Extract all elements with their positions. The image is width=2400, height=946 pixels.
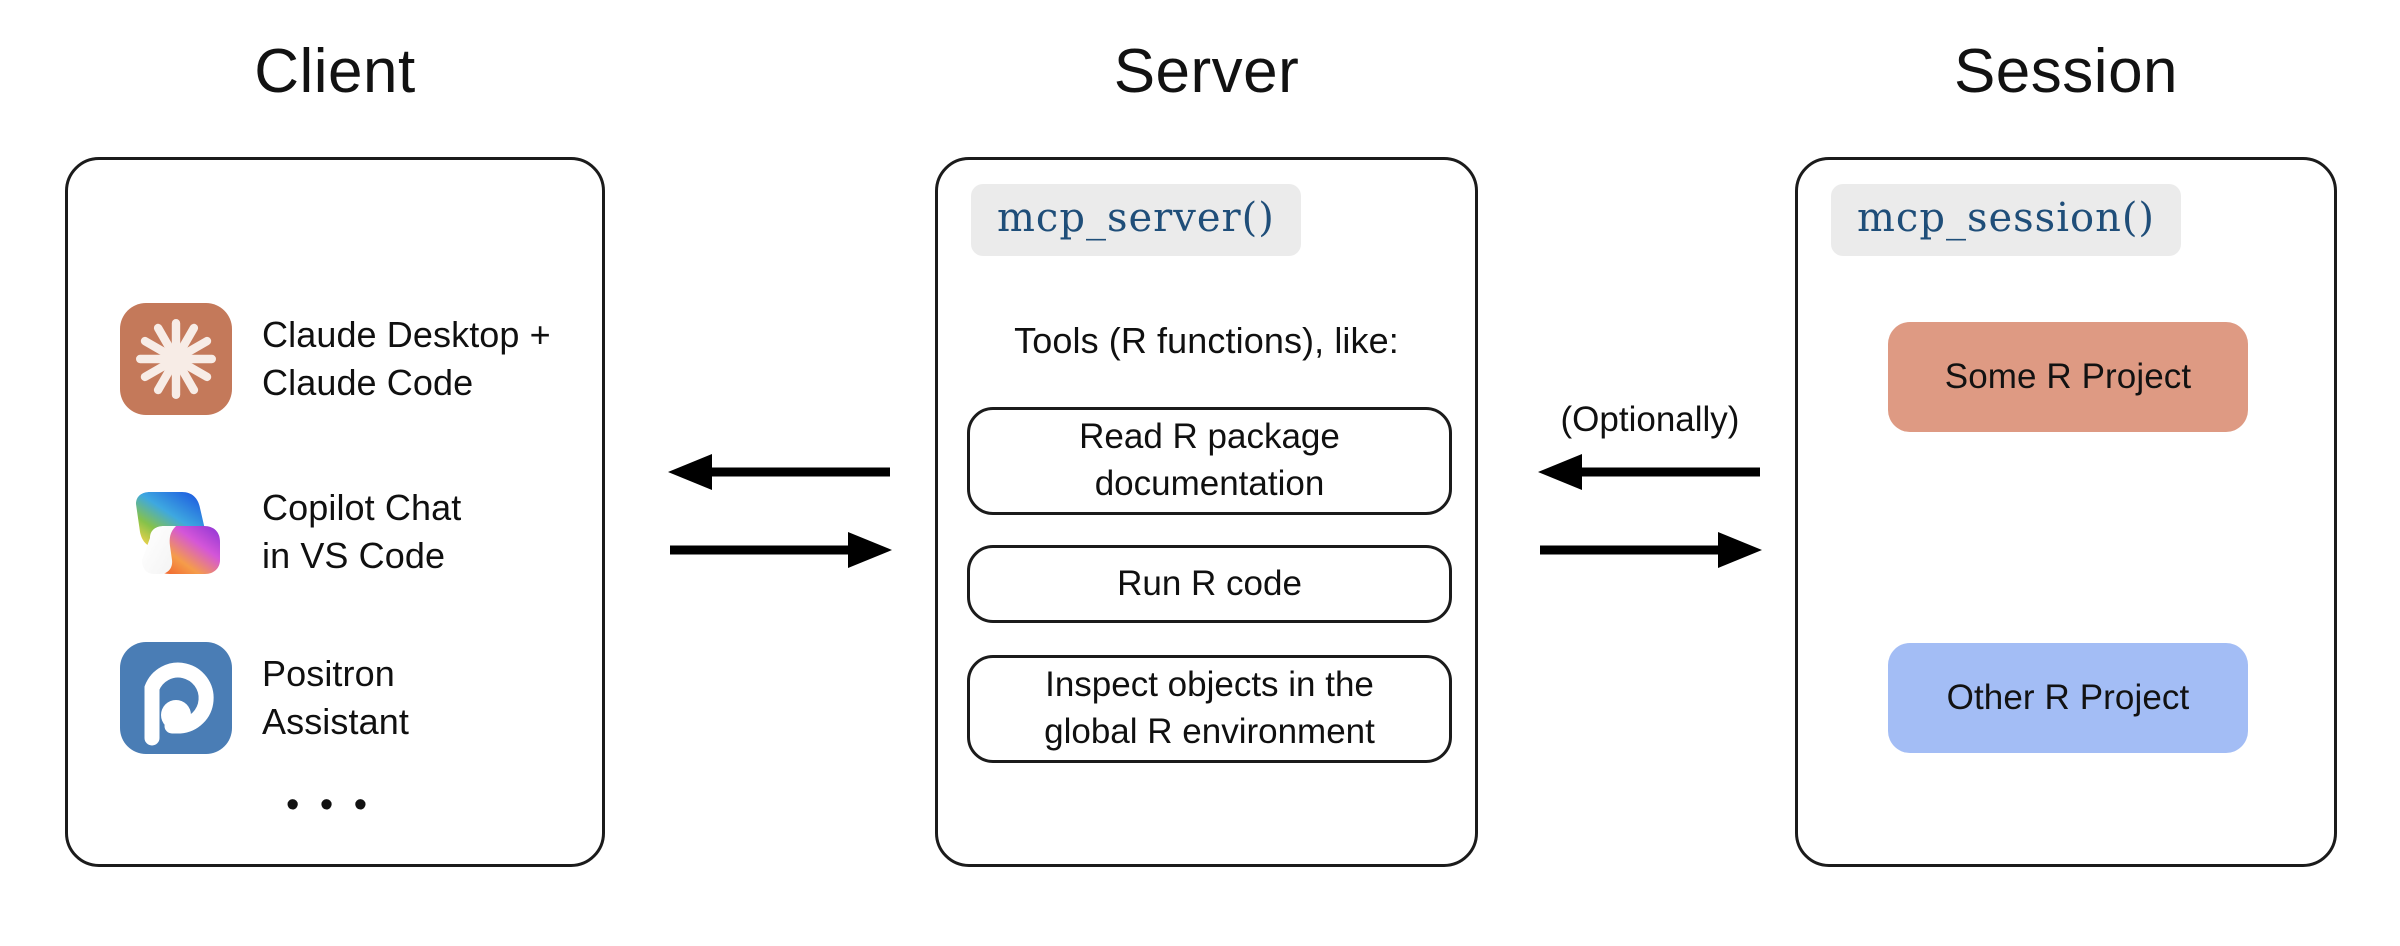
client-server-arrows bbox=[660, 450, 900, 595]
mcp-session-badge: mcp_session() bbox=[1831, 184, 2182, 256]
column-heading-server: Server bbox=[1113, 37, 1300, 106]
client-list-ellipsis: • • • bbox=[286, 784, 373, 826]
client-list-item: Copilot Chat in VS Code bbox=[120, 476, 461, 588]
mcp-server-badge: mcp_server() bbox=[971, 184, 1301, 256]
optionally-label: (Optionally) bbox=[1560, 400, 1740, 439]
session-panel bbox=[1795, 157, 2337, 867]
claude-logo-icon bbox=[120, 303, 232, 415]
column-heading-session: Session bbox=[1953, 37, 2179, 106]
server-tool-box: Inspect objects in the global R environm… bbox=[967, 655, 1452, 763]
server-tools-caption: Tools (R functions), like: bbox=[1014, 320, 1399, 361]
client-item-label: Claude Desktop + Claude Code bbox=[262, 314, 551, 403]
server-tool-box: Run R code bbox=[967, 545, 1452, 623]
column-heading-client: Client bbox=[254, 37, 416, 106]
client-list-item: Positron Assistant bbox=[120, 642, 409, 754]
server-session-arrows bbox=[1530, 450, 1770, 595]
client-item-label: Positron Assistant bbox=[262, 653, 409, 742]
client-list-item: Claude Desktop + Claude Code bbox=[120, 303, 551, 415]
client-item-label: Copilot Chat in VS Code bbox=[262, 487, 462, 576]
session-project-box: Some R Project bbox=[1888, 322, 2248, 432]
copilot-logo-icon bbox=[120, 476, 232, 588]
positron-logo-icon bbox=[120, 642, 232, 754]
server-tool-box: Read R package documentation bbox=[967, 407, 1452, 515]
session-project-box: Other R Project bbox=[1888, 643, 2248, 753]
